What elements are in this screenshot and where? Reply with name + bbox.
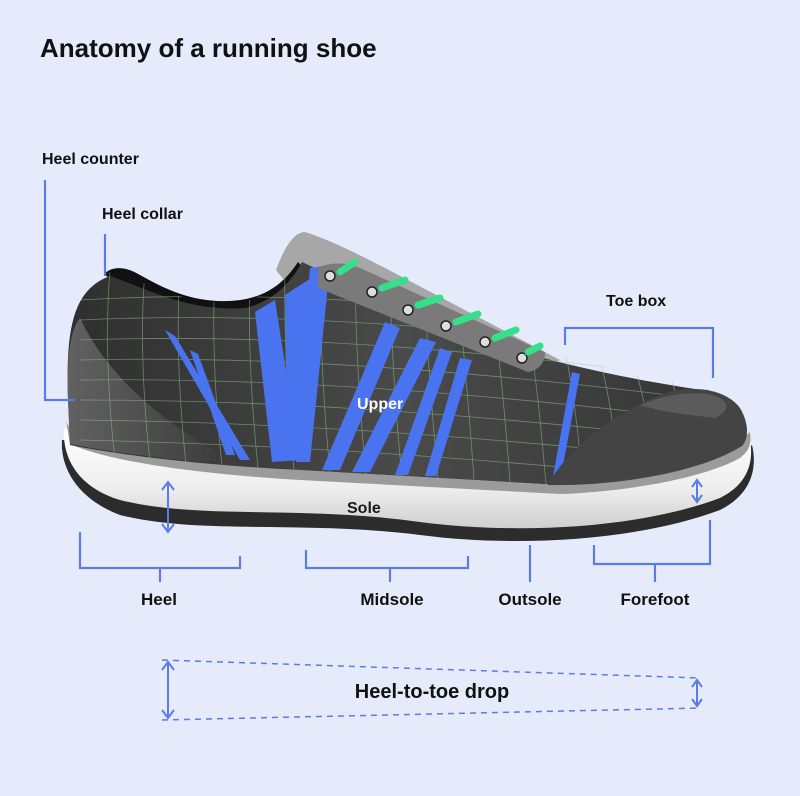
heel-counter-leader [43,180,75,402]
label-heel-counter: Heel counter [42,151,139,168]
midsole-shape [63,428,752,529]
drop-heel-arrow [161,660,175,720]
toe-height-arrow [691,478,703,504]
toe-cap-highlight [640,393,727,418]
label-heel-collar: Heel collar [102,206,183,223]
accent-stripes [165,265,580,482]
label-sole: Sole [347,500,381,517]
label-outsole: Outsole [498,590,561,609]
eyelets [324,270,528,364]
leader-lines [43,180,715,721]
label-heel-to-toe-drop: Heel-to-toe drop [355,681,509,703]
sole-top-layer [66,420,751,494]
label-forefoot: Forefoot [621,590,690,609]
toe-box-leader [563,326,715,378]
midsole-bracket [304,550,470,582]
diagram-title: Anatomy of a running shoe [40,33,377,63]
label-upper: Upper [357,396,403,413]
heel-collar-rim [104,262,305,313]
shoe-illustration [61,232,754,542]
laces [336,258,544,356]
label-heel: Heel [141,590,177,609]
heel-counter-panel [67,318,230,462]
heel-bracket [78,532,242,582]
label-midsole: Midsole [360,590,423,609]
label-toe-box: Toe box [606,293,666,310]
forefoot-bracket [592,520,712,582]
drop-guide-lines [161,659,701,721]
heel-height-arrow [161,480,175,534]
drop-toe-arrow [691,678,703,708]
